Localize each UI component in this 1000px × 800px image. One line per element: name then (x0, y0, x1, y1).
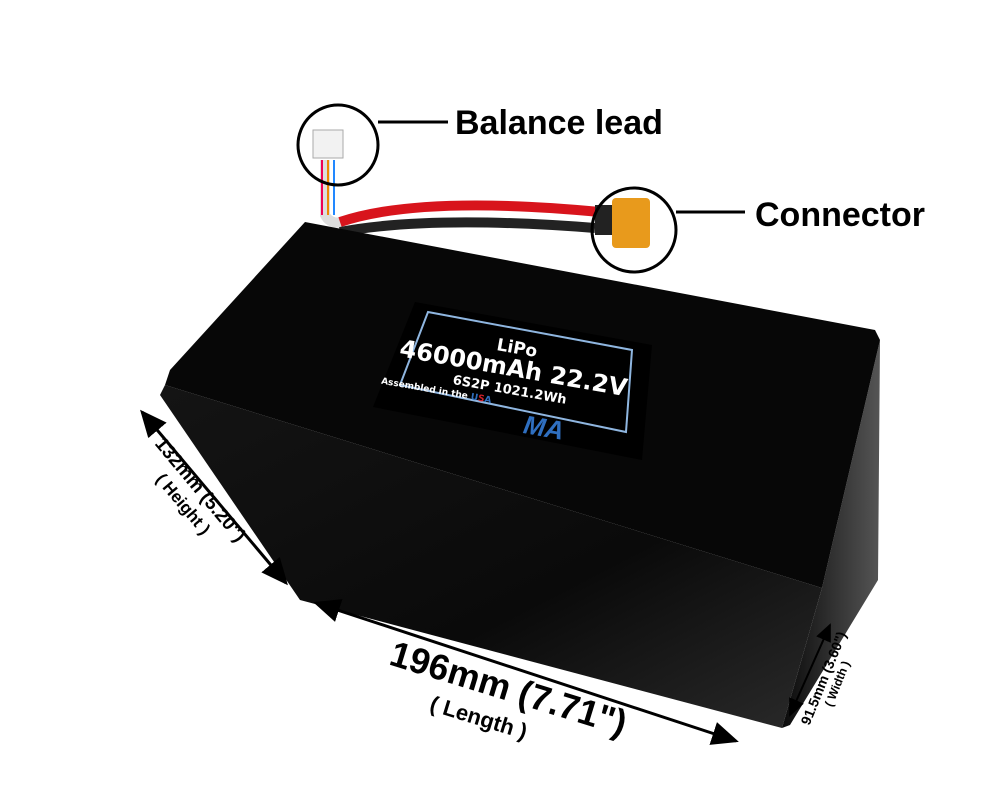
battery-label: LiPo 46000mAh 22.2V 6S2P 1021.2Wh Assemb… (373, 302, 652, 460)
connector-callout: Connector (755, 196, 925, 234)
black-power-wire (339, 217, 596, 237)
ma-logo: MA (521, 409, 566, 446)
balance-lead-wires (320, 160, 346, 228)
width-arrow (789, 623, 831, 717)
battery-side-face (782, 340, 880, 728)
connector-callout-circle (590, 186, 678, 274)
connector-housing (595, 205, 617, 235)
length-arrow (313, 599, 739, 745)
balance-lead-callout-circle (296, 103, 380, 187)
red-power-wire (338, 200, 601, 227)
height-arrow (140, 409, 288, 586)
balance-lead-callout: Balance lead (455, 104, 663, 142)
xt-connector (612, 198, 650, 248)
balance-connector-plug (312, 129, 344, 159)
